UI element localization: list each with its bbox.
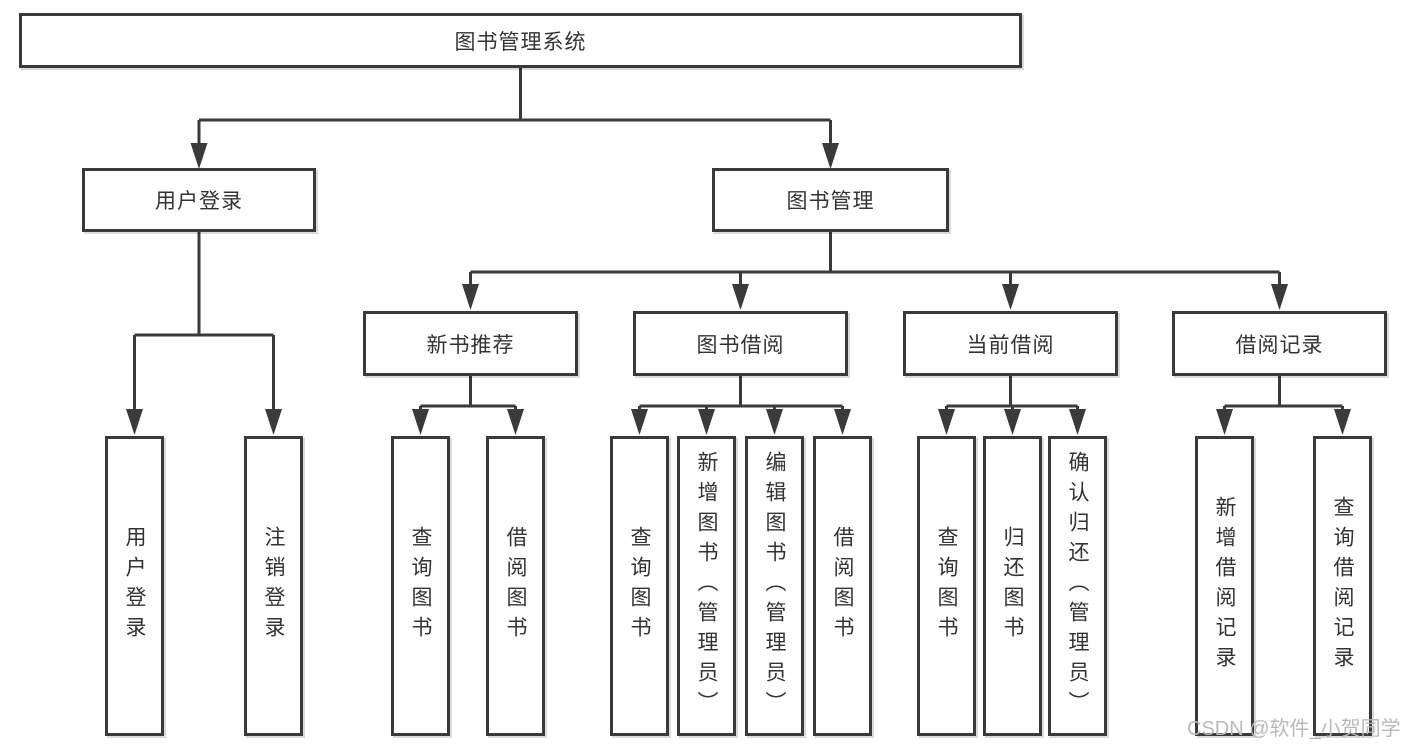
leaf-label: 查询图书 (409, 526, 432, 646)
leaf-borrow-books: 借阅图书 (813, 436, 872, 736)
leaf-query-books: 查询图书 (917, 436, 976, 736)
leaf-label: 新增图书（管理员） (695, 451, 718, 721)
node-book-management: 图书管理 (712, 168, 949, 232)
node-borrowing-records: 借阅记录 (1172, 311, 1387, 376)
leaf-return-books: 归还图书 (983, 436, 1042, 736)
connector-line (945, 376, 1079, 412)
arrow-down-icon (462, 284, 479, 310)
arrow-down-icon (631, 409, 648, 435)
arrow-down-icon (126, 409, 143, 435)
arrow-down-icon (1069, 409, 1086, 435)
leaf-label: 编辑图书（管理员） (763, 451, 786, 721)
leaf-label: 注销登录 (262, 526, 285, 646)
leaf-logout: 注销登录 (244, 436, 303, 736)
connector-bookmgmt-to-level3 (462, 232, 1288, 310)
arrow-down-icon (1271, 284, 1288, 310)
connector-borrow-to-leaves (631, 376, 851, 435)
leaf-add-borrow-record: 新增借阅记录 (1195, 436, 1254, 736)
arrow-down-icon (834, 409, 851, 435)
connector-userlogin-to-leaves (126, 232, 282, 435)
arrow-down-icon (190, 143, 208, 169)
arrow-down-icon (265, 409, 282, 435)
arrow-down-icon (698, 409, 715, 435)
connector-line (469, 232, 1281, 287)
node-current-borrowing: 当前借阅 (903, 311, 1118, 376)
arrow-down-icon (1002, 284, 1019, 310)
leaf-label: 查询图书 (628, 526, 651, 646)
connector-line (1223, 376, 1344, 412)
leaf-label: 用户登录 (123, 526, 146, 646)
connector-line (197, 68, 832, 146)
arrow-down-icon (1334, 409, 1351, 435)
leaf-label: 借阅图书 (504, 526, 527, 646)
connector-newbooks-to-leaves (412, 376, 524, 435)
leaf-query-books: 查询图书 (610, 436, 669, 736)
leaf-query-books: 查询图书 (391, 436, 450, 736)
leaf-confirm-return-admin: 确认归还（管理员） (1048, 436, 1107, 736)
node-user-login: 用户登录 (82, 168, 316, 232)
connector-line (638, 376, 844, 412)
connector-root-to-level2 (190, 68, 839, 169)
connector-line (419, 376, 517, 412)
arrow-down-icon (766, 409, 783, 435)
node-root-system: 图书管理系统 (19, 13, 1022, 68)
connector-line (133, 232, 275, 412)
leaf-borrow-books: 借阅图书 (486, 436, 545, 736)
connector-records-to-leaves (1216, 376, 1351, 435)
node-new-book-recommendation: 新书推荐 (363, 311, 578, 376)
leaf-label: 新增借阅记录 (1213, 496, 1236, 676)
leaf-label: 归还图书 (1001, 526, 1024, 646)
arrow-down-icon (938, 409, 955, 435)
node-book-borrowing: 图书借阅 (633, 311, 848, 376)
leaf-label: 确认归还（管理员） (1066, 451, 1089, 721)
arrow-down-icon (1216, 409, 1233, 435)
arrow-down-icon (1004, 409, 1021, 435)
leaf-label: 查询借阅记录 (1331, 496, 1354, 676)
arrow-down-icon (822, 143, 839, 169)
leaf-edit-books-admin: 编辑图书（管理员） (745, 436, 804, 736)
leaf-user-login: 用户登录 (105, 436, 164, 736)
csdn-watermark: CSDN @软件_小贺同学 (1187, 718, 1401, 740)
arrow-down-icon (412, 409, 429, 435)
arrow-down-icon (507, 409, 524, 435)
leaf-add-books-admin: 新增图书（管理员） (677, 436, 736, 736)
leaf-label: 借阅图书 (831, 526, 854, 646)
arrow-down-icon (732, 284, 749, 310)
connector-current-to-leaves (938, 376, 1086, 435)
leaf-query-borrow-record: 查询借阅记录 (1313, 436, 1372, 736)
leaf-label: 查询图书 (935, 526, 958, 646)
